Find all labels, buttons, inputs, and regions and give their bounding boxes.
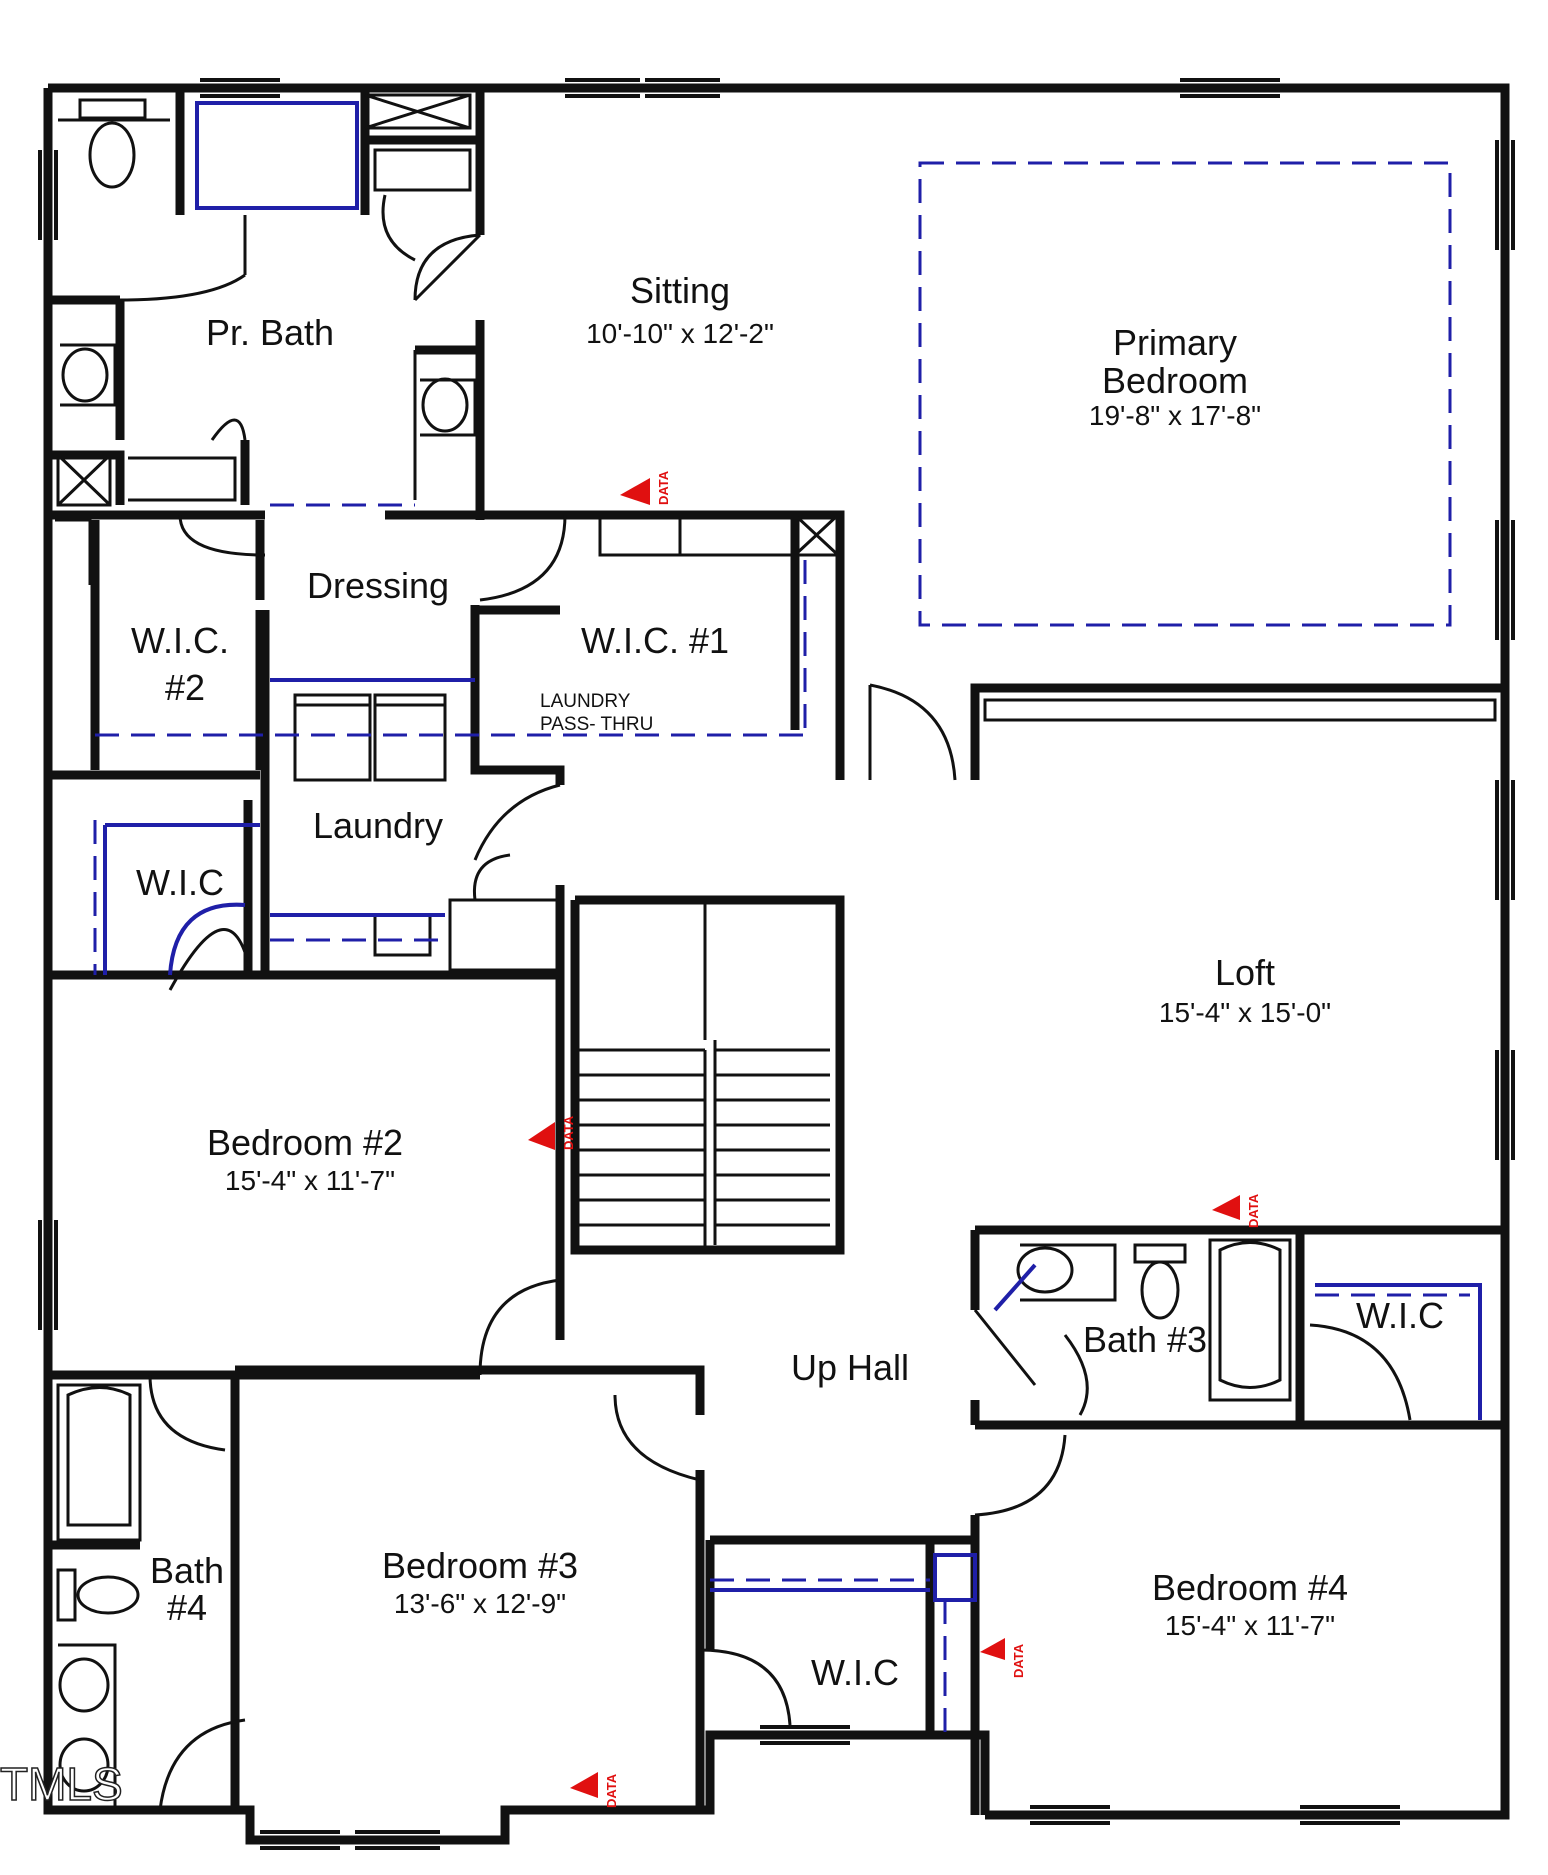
room-label-wic2-line2: #2	[165, 667, 205, 708]
door-swings	[119, 194, 1412, 1811]
room-label-sitting: Sitting	[630, 270, 730, 311]
room-dims-bedroom-3: 13'-6" x 12'-9"	[394, 1588, 566, 1619]
room-label-bath-4-line1: Bath	[150, 1550, 224, 1591]
room-label-dressing: Dressing	[307, 565, 449, 606]
room-label-wic-bottom: W.I.C	[811, 1652, 899, 1693]
data-marker-bedroom-4: DATA	[980, 1638, 1026, 1678]
room-labels: Pr. Bath Sitting 10'-10" x 12'-2" Primar…	[131, 270, 1444, 1693]
data-markers: DATA DATA DATA DATA DATA	[528, 470, 1261, 1808]
dashed-lines	[93, 161, 1470, 1735]
svg-text:DATA: DATA	[561, 1115, 576, 1150]
data-marker-loft: DATA	[1212, 1193, 1261, 1228]
room-dims-bedroom-2: 15'-4" x 11'-7"	[225, 1165, 395, 1196]
room-label-bedroom-4: Bedroom #4	[1152, 1567, 1348, 1608]
room-label-pr-bath: Pr. Bath	[206, 312, 334, 353]
data-marker-stair: DATA	[528, 1115, 576, 1150]
data-marker-bedroom-3: DATA	[570, 1772, 619, 1808]
svg-text:DATA: DATA	[656, 470, 671, 505]
room-label-bath-4-line2: #4	[167, 1587, 207, 1628]
laundry-note-line1: LAUNDRY	[540, 691, 631, 712]
room-label-wic-bath3: W.I.C	[1356, 1295, 1444, 1336]
room-label-laundry: Laundry	[313, 805, 443, 846]
fixture-outlines	[103, 101, 1482, 1602]
walls	[38, 78, 1515, 1850]
room-label-bath-3: Bath #3	[1083, 1319, 1207, 1360]
svg-text:DATA: DATA	[1011, 1643, 1026, 1678]
room-label-bedroom-3: Bedroom #3	[382, 1545, 578, 1586]
data-marker-sitting: DATA	[620, 470, 671, 505]
laundry-note-line2: PASS- THRU	[540, 714, 653, 735]
svg-text:DATA: DATA	[1246, 1193, 1261, 1228]
room-label-up-hall: Up Hall	[791, 1347, 909, 1388]
room-label-wic-left: W.I.C	[136, 862, 224, 903]
room-dims-loft: 15'-4" x 15'-0"	[1159, 997, 1331, 1028]
watermark: TMLS	[0, 1758, 123, 1810]
room-label-wic2-line1: W.I.C.	[131, 620, 229, 661]
room-dims-bedroom-4: 15'-4" x 11'-7"	[1165, 1610, 1335, 1641]
room-label-loft: Loft	[1215, 952, 1275, 993]
room-label-primary-bedroom-line1: Primary	[1113, 322, 1237, 363]
svg-text:DATA: DATA	[604, 1773, 619, 1808]
room-label-primary-bedroom-line2: Bedroom	[1102, 360, 1248, 401]
room-label-bedroom-2: Bedroom #2	[207, 1122, 403, 1163]
room-label-wic1: W.I.C. #1	[581, 620, 729, 661]
room-dims-primary-bedroom: 19'-8" x 17'-8"	[1089, 400, 1261, 431]
room-dims-sitting: 10'-10" x 12'-2"	[586, 318, 774, 349]
